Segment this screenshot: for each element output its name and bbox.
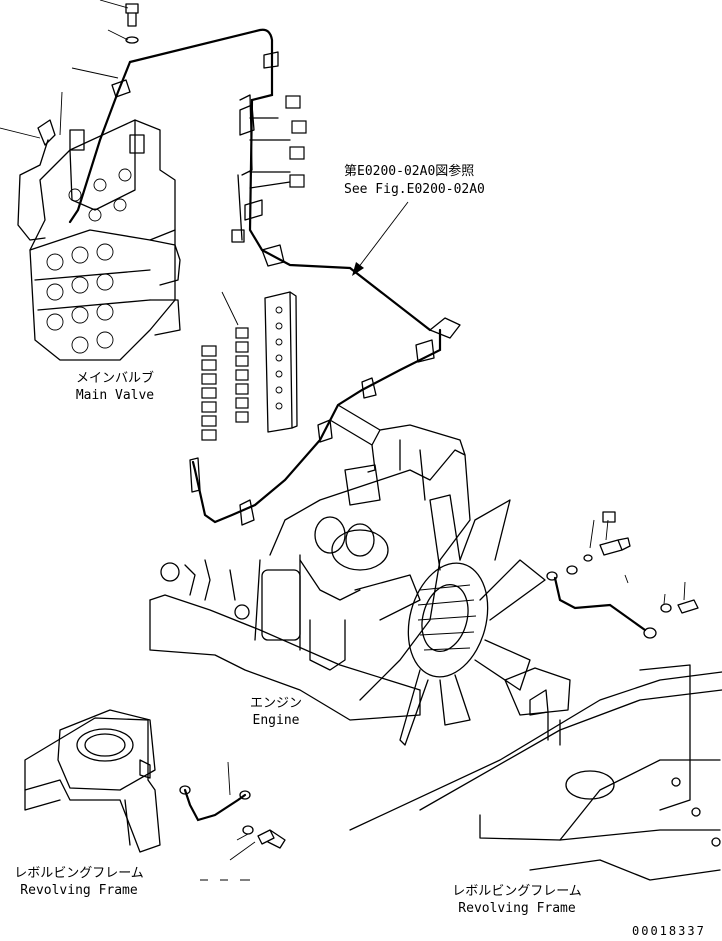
ground-cable-right xyxy=(546,511,699,639)
revolving-frame-right-label-en: Revolving Frame xyxy=(458,901,576,916)
reference-label-jp: 第E0200-02A0図参照 xyxy=(344,164,475,179)
cooling-fan xyxy=(399,494,546,746)
fuse-block xyxy=(201,291,298,441)
main-valve-label-en: Main Valve xyxy=(75,388,155,403)
wiring-harness-upper xyxy=(68,28,461,339)
reference-arrow xyxy=(352,201,409,276)
engine-label-en: Engine xyxy=(252,713,300,728)
main-valve-label-jp: メインバルブ xyxy=(75,371,154,386)
engine xyxy=(149,424,471,721)
revolving-frame-right xyxy=(349,664,722,881)
revolving-frame-left-label-en: Revolving Frame xyxy=(20,883,138,898)
revolving-frame-left-label-jp: レボルビングフレーム xyxy=(14,866,144,881)
valve-leaders xyxy=(0,0,129,139)
reference-label-en: See Fig.E0200-02A0 xyxy=(344,182,485,197)
ground-cable-left xyxy=(179,761,286,861)
revolving-frame-left xyxy=(24,709,161,853)
revolving-frame-right-label-jp: レボルビングフレーム xyxy=(452,884,582,899)
main-valve xyxy=(17,119,181,361)
drawing-number: 00018337 xyxy=(632,924,706,938)
bolt-top xyxy=(125,3,139,44)
engine-label-jp: エンジン xyxy=(249,696,302,711)
wiring-harness-lower xyxy=(189,328,442,526)
